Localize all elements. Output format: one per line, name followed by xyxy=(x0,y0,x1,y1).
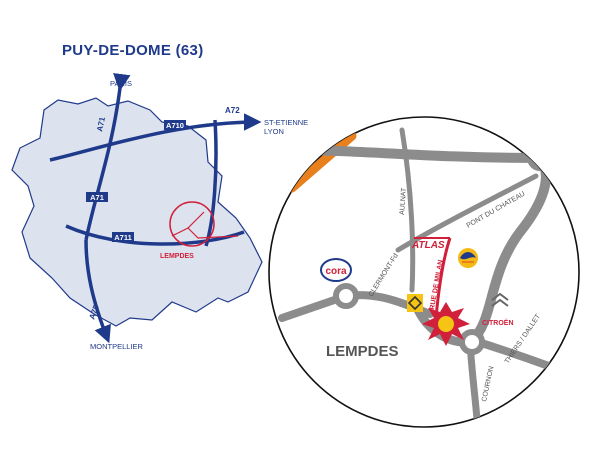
label-citroen: CITROËN xyxy=(482,319,514,327)
dest-north: PARIS xyxy=(110,79,132,88)
label-a71-center: A71 xyxy=(90,193,104,202)
dest-east-1: ST-ETIENNE xyxy=(264,118,308,127)
roundabout-south xyxy=(459,329,485,355)
total-icon xyxy=(458,248,478,268)
label-a71-north: A71 xyxy=(95,116,107,133)
label-a710: A710 xyxy=(166,121,184,130)
shield-a710: A710 xyxy=(164,120,186,130)
road-a710-curve xyxy=(204,119,218,247)
shield-a72: A72 xyxy=(225,106,240,115)
motorway-segment xyxy=(287,131,357,193)
dest-east-2: LYON xyxy=(264,127,284,136)
road-a72 xyxy=(49,113,262,162)
highlighted-store-icon xyxy=(422,302,470,346)
dest-south: MONTPELLIER xyxy=(90,342,144,351)
roundabout-west xyxy=(333,283,359,309)
lempdes-location-circle xyxy=(169,201,215,247)
town-label-detail: LEMPDES xyxy=(326,343,399,360)
detail-map: AULNAT PONT DU CHATEAU CLERMONT-Fd RUE D… xyxy=(268,116,580,428)
cora-logo: cora xyxy=(320,258,352,282)
road-a71 xyxy=(84,72,131,241)
page-title: PUY-DE-DOME (63) xyxy=(62,42,204,59)
road-pont-du-chateau xyxy=(395,173,539,253)
citroen-logo: CITROËN xyxy=(482,292,514,327)
label-a72: A72 xyxy=(225,106,240,115)
renault-icon xyxy=(407,294,423,312)
shield-a71-center: A71 xyxy=(86,192,108,202)
label-aulnat: AULNAT xyxy=(399,187,408,215)
label-atlas: ATLAS xyxy=(411,240,445,251)
departement-outline xyxy=(11,97,263,327)
label-cora: cora xyxy=(325,266,347,277)
roundabout-north-east xyxy=(527,145,553,171)
shield-a711: A711 xyxy=(112,232,134,242)
road-a75 xyxy=(84,239,111,344)
town-label-overview: LEMPDES xyxy=(160,253,194,260)
road-east-loop xyxy=(467,153,551,345)
lempdes-local-roads xyxy=(171,211,239,239)
overview-map: A71 A710 A72 A71 A711 A75 PARIS ST-E xyxy=(11,72,308,351)
road-aulnat xyxy=(399,127,416,293)
shield-a71-north: A71 xyxy=(95,116,107,133)
label-a711: A711 xyxy=(114,233,132,242)
